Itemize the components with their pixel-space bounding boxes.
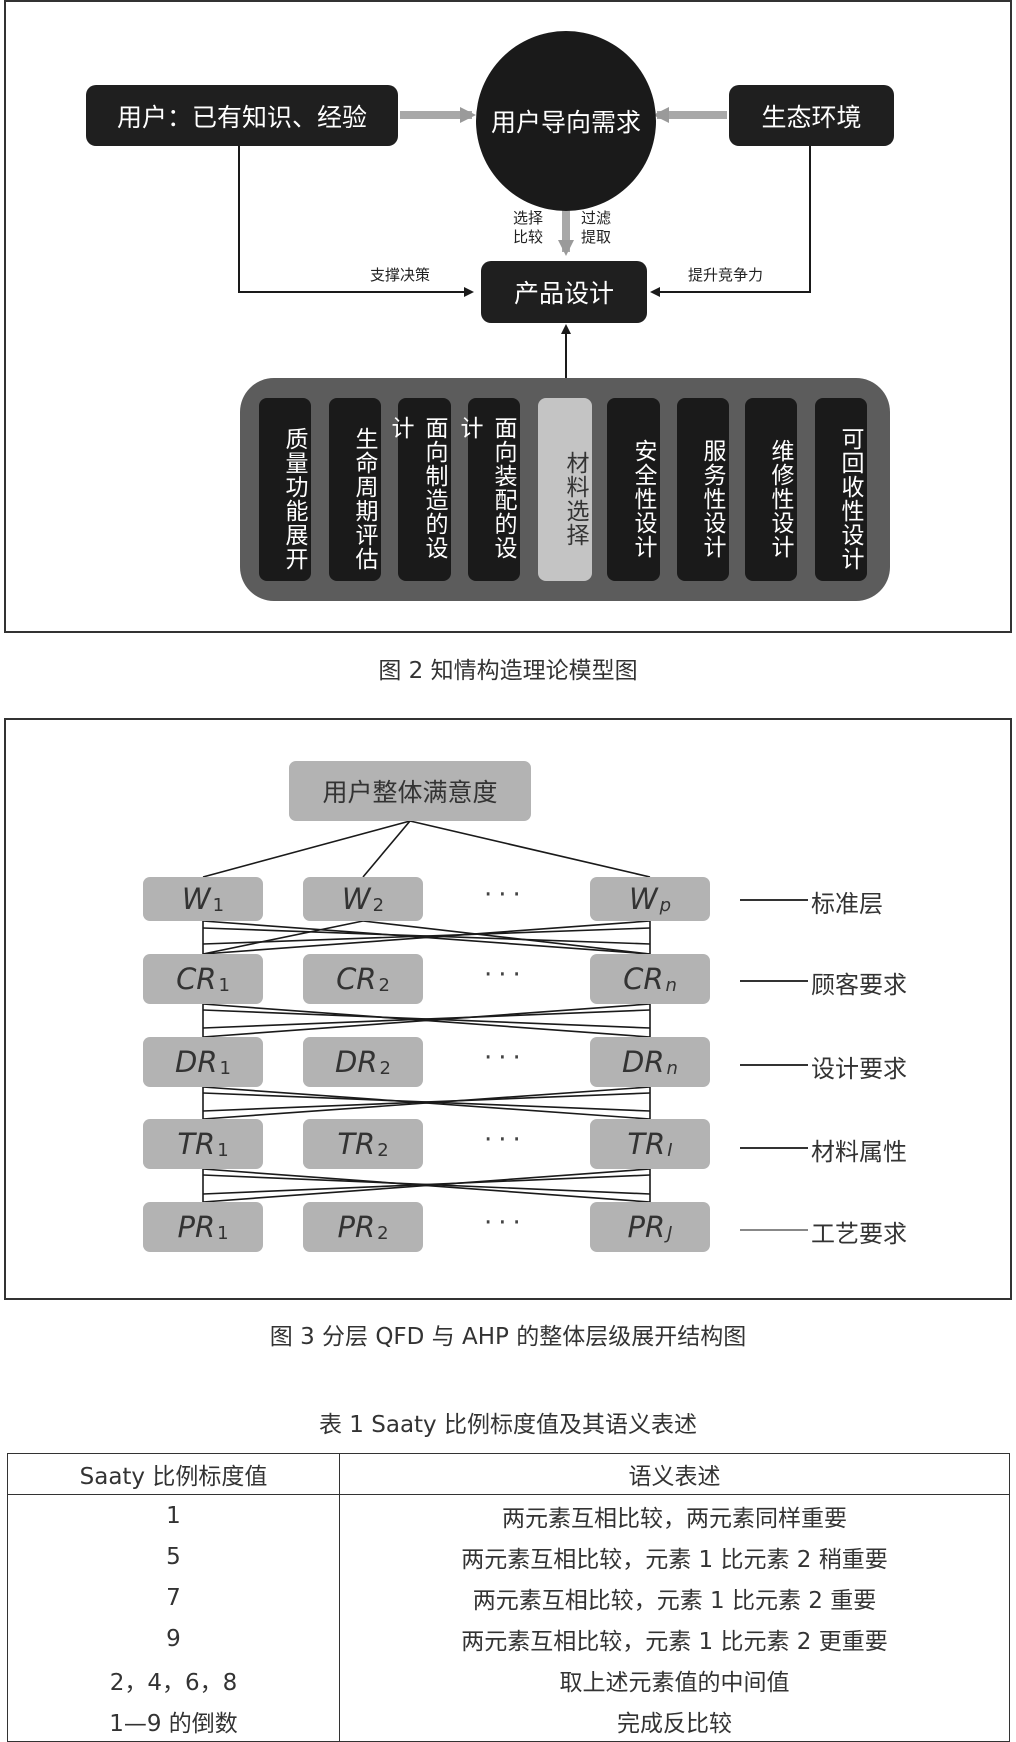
- user-needs-label: 用户导向需求: [490, 108, 641, 137]
- level-label-process: 工艺要求: [811, 1220, 907, 1248]
- header-semantic: 语义表述: [339, 1453, 1010, 1495]
- table-row: 1—9 的倒数完成反比较: [7, 1700, 1010, 1742]
- overall-satisfaction-box: 用户整体满意度: [289, 761, 531, 821]
- figure-3-caption: 图 3 分层 QFD 与 AHP 的整体层级展开结构图: [269, 1324, 747, 1350]
- method-column-qfd: 质量功能展开: [259, 398, 311, 581]
- product-design-box: 产品设计: [481, 261, 647, 323]
- method-column-material: 材料选择: [538, 398, 592, 581]
- figure-2-caption: 图 2 知情构造理论模型图: [378, 658, 638, 684]
- ellipsis-w: ···: [484, 880, 527, 910]
- method-column-maintain: 维修性设计: [745, 398, 797, 581]
- figure-3-connectors: [202, 820, 651, 1203]
- label-select-compare: 选择 比较: [513, 209, 544, 246]
- ellipsis-tr: ···: [484, 1125, 527, 1155]
- method-column-safety: 安全性设计: [607, 398, 660, 581]
- header-scale-value: Saaty 比例标度值: [7, 1453, 340, 1495]
- figure-2-connectors: [238, 107, 811, 398]
- label-support-decision: 支撑决策: [370, 266, 431, 284]
- level-line-criteria: [740, 899, 808, 901]
- table-1-caption: 表 1 Saaty 比例标度值及其语义表述: [319, 1412, 697, 1438]
- ellipsis-pr: ···: [484, 1208, 527, 1238]
- method-column-dfm: 面向制造的设计: [387, 398, 451, 581]
- label-improve-competitiveness: 提升竞争力: [688, 266, 764, 284]
- ecology-box: 生态环境: [729, 85, 894, 146]
- level-label-material: 材料属性: [811, 1138, 907, 1166]
- table-header-row: Saaty 比例标度值 语义表述: [7, 1453, 1010, 1495]
- method-column-lca: 生命周期评估: [329, 398, 381, 581]
- label-filter-extract: 过滤 提取: [581, 209, 612, 246]
- line-eco-to-product: [650, 146, 811, 297]
- level-line-design: [740, 1064, 808, 1066]
- method-column-service: 服务性设计: [677, 398, 729, 581]
- method-column-recycle: 可回收性设计: [815, 398, 867, 581]
- level-line-process: [740, 1229, 808, 1231]
- line-user-to-product: [238, 146, 474, 297]
- level-label-criteria: 标准层: [811, 890, 883, 918]
- user-needs-circle: 用户导向需求: [476, 31, 656, 211]
- ellipsis-cr: ···: [484, 960, 527, 990]
- ellipsis-dr: ···: [484, 1043, 527, 1073]
- level-line-customer: [740, 980, 808, 982]
- level-line-material: [740, 1147, 808, 1149]
- user-knowledge-box: 用户：已有知识、经验: [86, 85, 398, 146]
- level-label-design: 设计要求: [811, 1055, 907, 1083]
- level-label-customer: 顾客要求: [811, 971, 907, 999]
